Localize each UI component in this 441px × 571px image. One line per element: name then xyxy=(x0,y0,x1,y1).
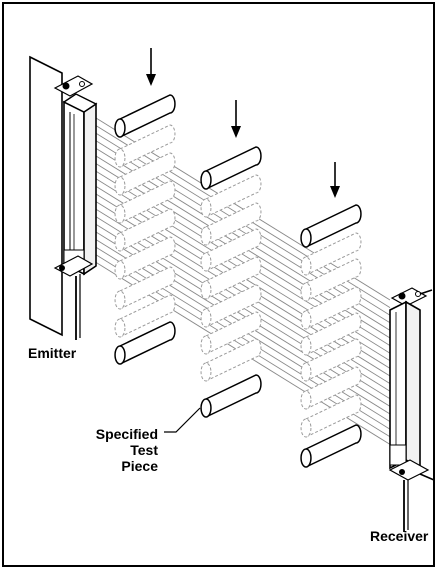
receiver-housing xyxy=(388,287,435,532)
test-piece-ghost xyxy=(114,266,176,310)
down-arrow-icon xyxy=(146,48,156,86)
test-piece-ghost xyxy=(114,124,176,168)
mounting-plate xyxy=(29,55,63,337)
test-piece-ghost xyxy=(114,236,176,280)
test-piece-ghost xyxy=(114,152,176,196)
test-piece-ghost xyxy=(200,284,262,328)
test-piece-ghost xyxy=(114,294,176,338)
emitter-top-bracket xyxy=(53,75,94,97)
test-piece-label: Specified Test Piece xyxy=(70,426,158,474)
test-piece-ghost xyxy=(200,311,262,355)
test-piece-cylinder xyxy=(300,424,362,468)
receiver-label: Receiver xyxy=(370,528,429,544)
test-piece-ghost xyxy=(300,394,362,438)
test-piece-ghost xyxy=(200,338,262,382)
emitter-bottom-bracket xyxy=(53,255,94,340)
test-piece-leader xyxy=(164,407,201,433)
test-piece-ghost xyxy=(200,202,262,246)
down-arrow-icon xyxy=(330,162,340,198)
test-piece-ghost xyxy=(200,174,262,218)
test-piece-ghost xyxy=(300,338,362,382)
test-piece-ghost xyxy=(300,366,362,410)
test-piece-ghost xyxy=(300,258,362,302)
test-piece-cylinder xyxy=(200,374,262,418)
test-piece-label-line2: Test xyxy=(130,442,158,458)
emitter-housing xyxy=(62,93,98,276)
test-piece-ghost xyxy=(114,180,176,224)
test-piece-label-line3: Piece xyxy=(121,458,158,474)
down-arrow-icon xyxy=(231,100,241,138)
test-piece-ghost xyxy=(114,208,176,252)
test-piece-ghost xyxy=(300,286,362,330)
light-beam xyxy=(95,246,391,430)
test-piece-cylinder xyxy=(300,204,362,248)
test-pieces xyxy=(114,94,362,468)
test-piece-label-line1: Specified xyxy=(95,426,158,442)
emitter-label: Emitter xyxy=(28,345,77,361)
test-piece-ghost xyxy=(200,256,262,300)
test-piece-ghost xyxy=(200,228,262,272)
test-piece-cylinder xyxy=(200,146,262,190)
test-piece-cylinder xyxy=(114,94,176,138)
test-piece-cylinder xyxy=(114,321,176,365)
test-piece-ghost xyxy=(300,232,362,276)
test-piece-ghost xyxy=(300,312,362,356)
